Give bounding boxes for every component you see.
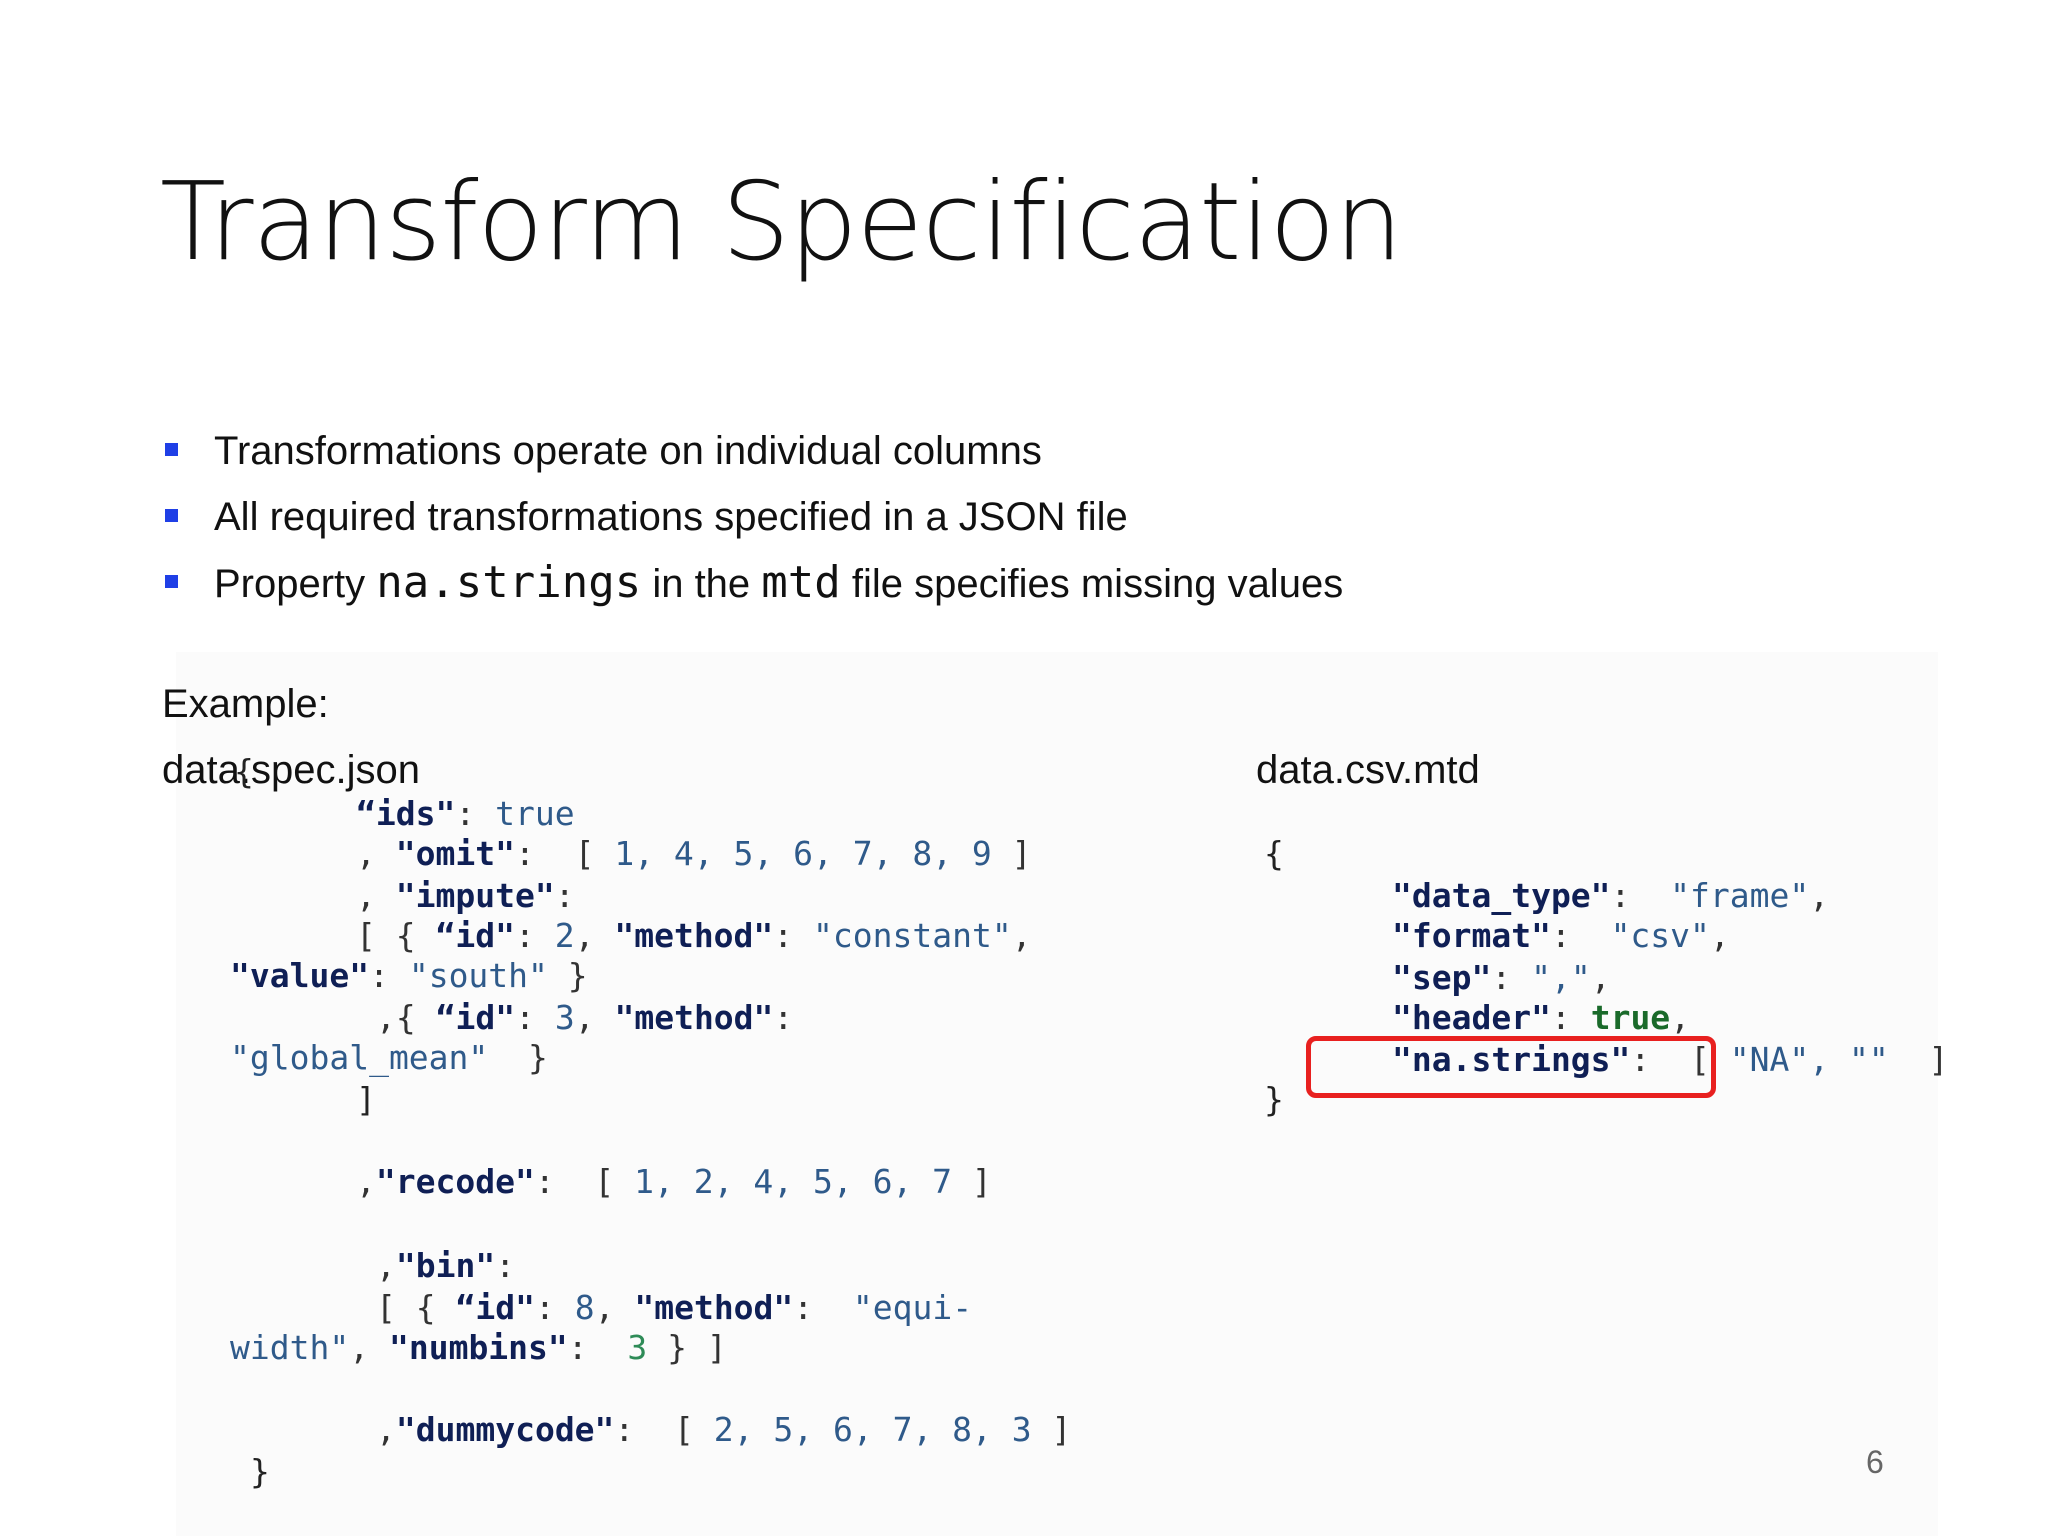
code-line-impute-1-value: "value": "south" } (230, 956, 588, 995)
code-value: "frame" (1670, 876, 1810, 915)
square-bullet-icon (165, 443, 178, 456)
left-file-label: data.spec.json (162, 748, 420, 792)
code-value: "NA", "" (1729, 1040, 1889, 1079)
code-line-bin: ,"bin": (376, 1246, 516, 1285)
code-line-impute-2: ,{ “id": 3, "method": (376, 998, 794, 1037)
code-key: "data_type" (1392, 876, 1611, 915)
code-line-recode: ,"recode": [ 1, 2, 4, 5, 6, 7 ] (356, 1162, 992, 1201)
code-key: "numbins" (388, 1328, 568, 1367)
square-bullet-icon (165, 509, 178, 522)
code-value: 1, 2, 4, 5, 6, 7 (634, 1162, 953, 1201)
right-file-label: data.csv.mtd (1256, 748, 1480, 792)
code-key: “id" (435, 998, 516, 1037)
code-line-bin-1: [ { “id": 8, "method": "equi- (376, 1288, 973, 1327)
mtd-line-na-strings: "na.strings": [ "NA", "" ] (1392, 1040, 1949, 1079)
code-key: “id" (435, 916, 515, 955)
code-value: "south" (408, 956, 548, 995)
bullet-text-prefix: Property (214, 562, 377, 606)
code-value: 3 (554, 998, 575, 1037)
code-value: "csv" (1610, 916, 1710, 955)
code-key: "impute" (395, 876, 555, 915)
bullet-item: All required transformations specified i… (160, 484, 1343, 550)
code-key: "na.strings" (1392, 1040, 1631, 1079)
code-line-bin-2: width", "numbins": 3 } ] (230, 1328, 727, 1367)
example-label: Example: (162, 682, 329, 726)
code-key: "method" (634, 1288, 794, 1327)
code-value: "equi- (852, 1288, 973, 1327)
close-bracket: ] (356, 1080, 376, 1119)
bullet-text: All required transformations specified i… (214, 495, 1128, 539)
code-line-ids: “ids": true (356, 794, 575, 833)
mtd-line-data-type: "data_type": "frame", (1392, 876, 1830, 915)
code-line-omit: , "omit": [ 1, 4, 5, 6, 7, 8, 9 ] (356, 834, 1032, 873)
code-key: "bin" (395, 1246, 496, 1285)
bullet-text-middle: in the (641, 562, 762, 606)
code-key: "omit" (395, 834, 515, 873)
bullet-list: Transformations operate on individual co… (160, 418, 1343, 616)
page-number: 6 (1866, 1444, 1884, 1480)
code-line-impute: , "impute": (356, 876, 575, 915)
bullet-item: Property na.strings in the mtd file spec… (160, 550, 1343, 616)
code-key: "dummycode" (395, 1410, 615, 1449)
code-value: true (495, 794, 575, 833)
code-na-strings: na.strings (376, 557, 642, 608)
close-brace: } (250, 1452, 270, 1491)
code-key: “id" (455, 1288, 535, 1327)
bullet-text: Transformations operate on individual co… (214, 429, 1042, 473)
mtd-line-format: "format": "csv", (1392, 916, 1730, 955)
code-line-dummycode: ,"dummycode": [ 2, 5, 6, 7, 8, 3 ] (376, 1410, 1072, 1449)
open-brace: { (234, 752, 254, 791)
mtd-close-brace: } (1264, 1080, 1284, 1119)
code-key: "method" (614, 998, 774, 1037)
square-bullet-icon (165, 575, 178, 588)
code-value: "constant" (813, 916, 1012, 955)
mtd-line-sep: "sep": ",", (1392, 958, 1611, 997)
code-key: "method" (614, 916, 774, 955)
code-key: "sep" (1392, 958, 1492, 997)
mtd-open-brace: { (1264, 834, 1284, 873)
bullet-text-suffix: file specifies missing values (840, 562, 1344, 606)
code-value: true (1590, 998, 1671, 1037)
code-value: 8 (574, 1288, 595, 1327)
code-key: "header" (1392, 998, 1551, 1037)
code-value: 2 (554, 916, 575, 955)
bullet-item: Transformations operate on individual co… (160, 418, 1343, 484)
code-line-impute-1: [ { “id": 2, "method": "constant", (356, 916, 1032, 955)
highlight-box (1306, 1036, 1716, 1098)
code-value: 1, 4, 5, 6, 7, 8, 9 (614, 834, 992, 873)
code-line-impute-2-method: "global_mean" } (230, 1038, 548, 1077)
code-key: "recode" (375, 1162, 535, 1201)
code-value: "global_mean" (230, 1038, 489, 1077)
code-key: "value" (230, 956, 370, 995)
code-value: 3 (627, 1328, 648, 1367)
code-value: "," (1531, 958, 1591, 997)
code-value: 2, 5, 6, 7, 8, 3 (713, 1410, 1032, 1449)
code-key: “ids" (356, 794, 456, 833)
code-value: width" (230, 1328, 350, 1367)
slide-title: Transform Specification (160, 160, 1403, 285)
code-mtd: mtd (761, 557, 841, 608)
code-key: "format" (1392, 916, 1551, 955)
mtd-line-header: "header": true, (1392, 998, 1691, 1037)
